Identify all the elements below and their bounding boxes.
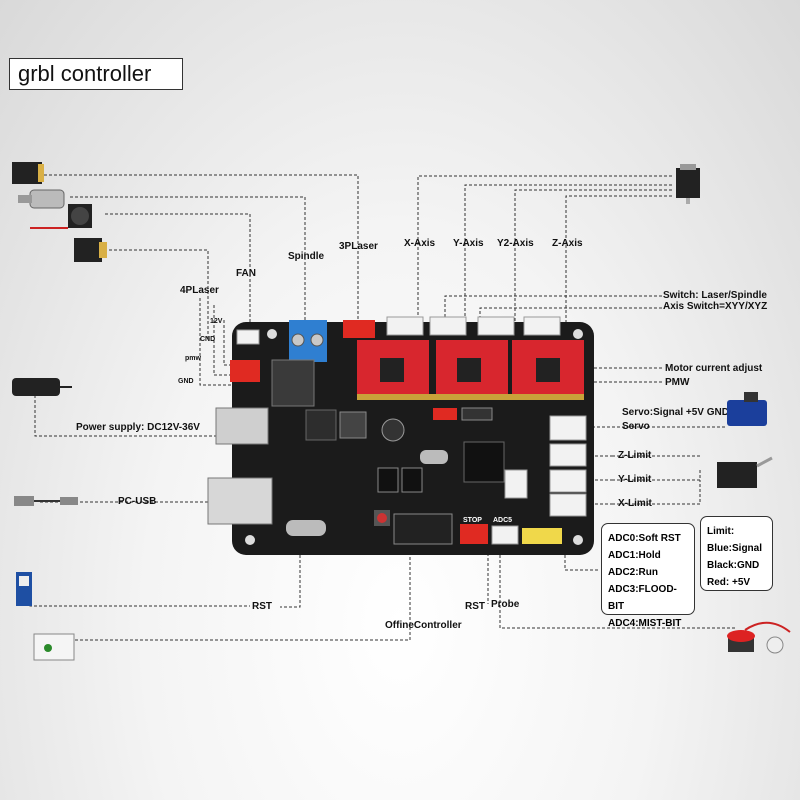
offline-controller-icon: [33, 633, 75, 661]
laser3p-label: 3PLaser: [339, 241, 378, 252]
laser4p-label: 4PLaser: [180, 285, 219, 296]
dc-jack: [215, 407, 269, 445]
laser3p-connector: [343, 320, 375, 338]
fan-leader: [105, 213, 251, 345]
limit-line: Limit:: [707, 526, 735, 537]
spindle-motor-icon: [18, 189, 65, 209]
motor-current-label: Motor current adjust: [665, 363, 763, 374]
servo-signal-label: Servo:Signal +5V GND: [622, 407, 729, 418]
limit-line: Red: +5V: [707, 577, 751, 588]
stop-connector: [460, 524, 488, 544]
ylimit-header: [549, 469, 587, 493]
pcusb-label: PC-USB: [118, 496, 157, 507]
adc-line: ADC4:MIST-BIT: [608, 618, 682, 629]
laser-module-icon: [12, 162, 44, 184]
zaxis-label: Z-Axis: [552, 238, 583, 249]
ylimit-label: Y-Limit: [618, 474, 652, 485]
limit-line: Black:GND: [707, 560, 760, 571]
spindle-leader: [70, 196, 306, 320]
limit-switch-icon: [717, 456, 773, 488]
power-adapter-icon: [12, 378, 72, 396]
servo-label: Servo: [622, 421, 650, 432]
page-title: grbl controller: [9, 58, 183, 90]
xaxis-label: X-Axis: [404, 238, 436, 249]
adc-box: ADC0:Soft RST ADC1:Hold ADC2:Run ADC3:FL…: [601, 523, 695, 629]
fan-icon: [30, 204, 92, 229]
usb-port: [207, 477, 273, 525]
axis-switch-label: Axis Switch=XYY/XYZ: [663, 301, 768, 312]
fan-label: FAN: [236, 268, 256, 279]
zlimit-label: Z-Limit: [618, 450, 652, 461]
fan-connector: [236, 329, 260, 345]
stop-label: STOP: [463, 517, 482, 524]
y2axis-label: Y2-Axis: [497, 238, 534, 249]
v12-label: 12V: [210, 318, 223, 325]
laser3p-leader: [44, 174, 359, 320]
gnd-small-label: GND: [178, 378, 194, 385]
emergency-stop-icon: [727, 621, 791, 654]
switch-laser-label: Switch: Laser/Spindle: [663, 290, 767, 301]
offline-header: [393, 513, 453, 545]
adc5-label: ADC5: [493, 517, 513, 524]
offline-label: OffineController: [385, 620, 462, 631]
adc-line: ADC1:Hold: [608, 550, 661, 561]
stepper-motor-icon: [676, 164, 700, 204]
zlimit-header: [549, 443, 587, 467]
limit-box: Limit: Blue:Signal Black:GND Red: +5V: [700, 516, 773, 591]
adc-line: ADC2:Run: [608, 567, 658, 578]
spindle-label: Spindle: [288, 251, 325, 262]
rst-left-label: RST: [252, 601, 272, 612]
adc-line: ADC0:Soft RST: [608, 533, 681, 544]
limit-line: Blue:Signal: [707, 543, 763, 554]
rst-mid-label: RST: [465, 601, 485, 612]
xlimit-label: X-Limit: [618, 498, 652, 509]
yaxis-label: Y-Axis: [453, 238, 484, 249]
laser-head-icon: [74, 238, 107, 262]
cnd-label: CND: [200, 336, 216, 343]
mcu: [463, 441, 505, 483]
usb-cable-icon: [14, 496, 78, 506]
probe-label: Probe: [491, 599, 520, 610]
power-label: Power supply: DC12V-36V: [76, 422, 200, 433]
bluetooth-module-icon: [16, 572, 32, 606]
adc-line: ADC3:FLOOD-BIT: [608, 584, 677, 612]
adc-header: [522, 528, 562, 544]
servo-icon: [727, 392, 767, 426]
pmw-label: PMW: [665, 377, 690, 388]
xaxis-leader: [417, 175, 672, 330]
xlimit-header: [549, 493, 587, 517]
pmw-small-label: pmw: [185, 355, 201, 362]
servo-header: [549, 415, 587, 441]
laser4p-connector: [230, 360, 260, 382]
